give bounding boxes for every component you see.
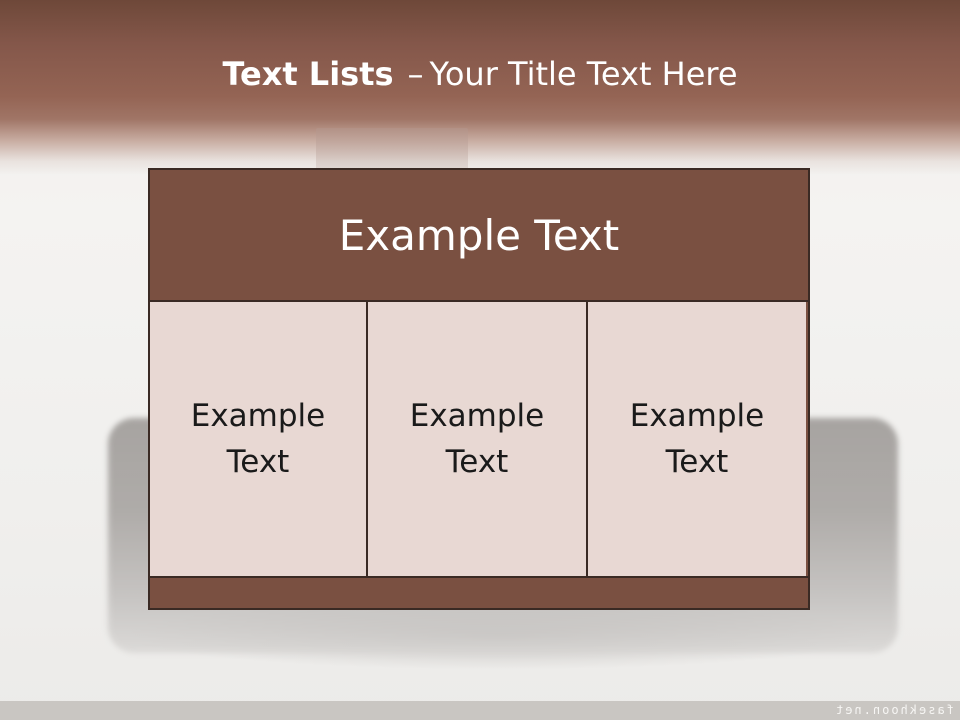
- table-cell-1: Example Text: [150, 302, 368, 576]
- table-cell-2: Example Text: [368, 302, 588, 576]
- title-banner: [0, 0, 960, 175]
- table-header-text: Example Text: [338, 210, 620, 260]
- table-cell-1-text: Example Text: [190, 398, 326, 480]
- text-list-table: Example Text Example Text Example Text E…: [148, 168, 810, 610]
- table-header-cell: Example Text: [150, 170, 808, 302]
- title-separator: –: [407, 55, 424, 93]
- table-cell-2-text: Example Text: [409, 398, 545, 480]
- title-subtext: Your Title Text Here: [429, 55, 738, 93]
- table-cell-3-text: Example Text: [629, 398, 765, 480]
- table-body-row: Example Text Example Text Example Text: [150, 302, 808, 576]
- slide-title: Text Lists–Your Title Text Here: [0, 52, 960, 96]
- title-bold-text: Text Lists: [222, 55, 394, 93]
- table-footer-bar: [150, 576, 808, 608]
- footer-strip: [0, 701, 960, 720]
- watermark-text: fasekhoon.net: [834, 703, 954, 717]
- table-cell-3: Example Text: [588, 302, 806, 576]
